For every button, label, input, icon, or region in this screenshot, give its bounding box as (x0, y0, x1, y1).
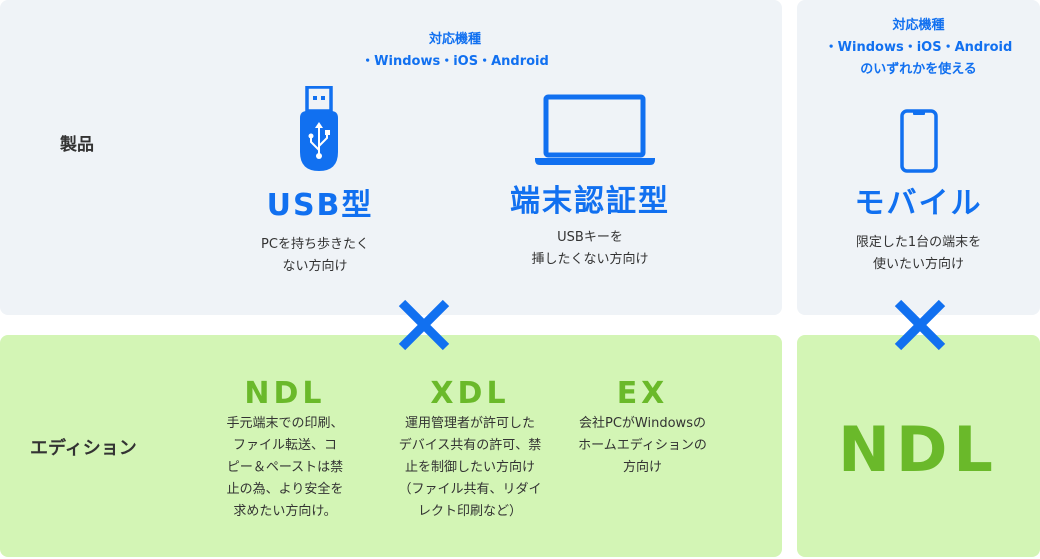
usb-icon (300, 86, 338, 171)
smartphone-icon (900, 109, 938, 173)
supported-title: 対応機種 (428, 32, 481, 47)
mobile-panel (797, 0, 1040, 315)
edition-desc-line: ピー＆ペーストは禁 (226, 460, 344, 475)
mobile-supported-title: 対応機種 (892, 18, 945, 33)
mobile-edition-panel (797, 335, 1040, 557)
mobile-desc-1: 限定した1台の端末を (855, 235, 982, 250)
editions-label: エディション (30, 438, 137, 459)
cross-icon (398, 299, 450, 351)
edition-desc-line: 会社PCがWindowsの (579, 416, 706, 431)
edition-xdl: XDL 運用管理者が許可した デバイス共有の許可、禁 止を制御したい方向け （フ… (375, 376, 565, 523)
usb-desc-1: PCを持ち歩きたく (261, 237, 369, 252)
terminal-title: 端末認証型 (510, 184, 670, 219)
edition-desc-line: 止を制御したい方向け (404, 460, 535, 475)
products-panel (0, 0, 782, 315)
edition-desc-line: 止の為、より安全を (226, 482, 344, 497)
mobile-title: モバイル (854, 186, 983, 221)
usb-title: USB型 (266, 188, 374, 223)
edition-desc-line: ホームエディションの (578, 438, 707, 453)
edition-name: XDL (430, 376, 510, 411)
laptop-icon (535, 94, 655, 165)
edition-desc-line: 手元端末での印刷、 (226, 416, 344, 431)
edition-desc-line: デバイス共有の許可、禁 (398, 438, 542, 453)
edition-desc-line: （ファイル共有、リダイ (398, 482, 542, 497)
cross-icon (894, 299, 946, 351)
edition-desc-line: 求めたい方向け。 (233, 504, 337, 519)
products-label: 製品 (60, 135, 94, 155)
edition-desc-line: 運用管理者が許可した (404, 416, 535, 431)
terminal-desc-2: 挿したくない方向け (531, 252, 649, 267)
usb-desc-2: ない方向け (282, 259, 348, 274)
mobile-supported-os: ・Windows・iOS・Android (824, 40, 1013, 55)
mobile-supported-note: のいずれかを使える (860, 62, 977, 77)
editions-panel (0, 335, 782, 557)
supported-os: ・Windows・iOS・Android (361, 54, 549, 69)
terminal-desc-1: USBキーを (557, 230, 623, 245)
edition-name: NDL (244, 376, 326, 411)
mobile-edition-name: NDL (838, 413, 999, 486)
edition-ndl: NDL 手元端末での印刷、 ファイル転送、コ ピー＆ペーストは禁 止の為、より安… (195, 376, 375, 523)
edition-name: EX (616, 376, 669, 411)
edition-ex: EX 会社PCがWindowsの ホームエディションの 方向け (555, 376, 730, 479)
mobile-desc-2: 使いたい方向け (872, 257, 964, 272)
edition-desc-line: 方向け (622, 460, 662, 475)
edition-desc-line: ファイル転送、コ (232, 438, 337, 453)
edition-desc-line: レクト印刷など） (417, 504, 522, 519)
